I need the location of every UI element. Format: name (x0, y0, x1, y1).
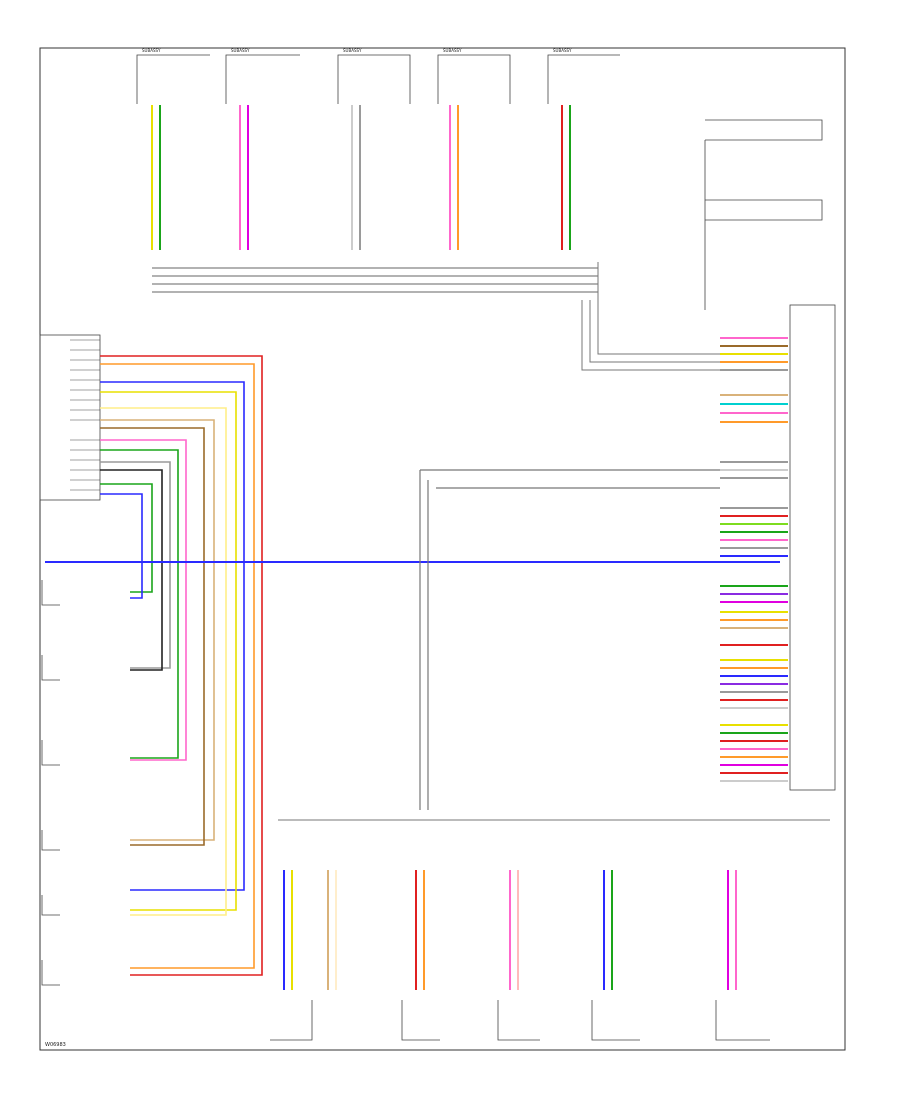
left-wire-fan (100, 355, 263, 976)
top-connector-label-3: SUBASSY (343, 48, 362, 53)
top-components (136, 54, 620, 104)
top-component-box-4 (437, 54, 511, 104)
top-connector-label-2: SUBASSY (231, 48, 250, 53)
top-wire-pairs (151, 105, 571, 250)
top-connector-label-4: SUBASSY (443, 48, 462, 53)
upper-bus (152, 267, 598, 293)
upper-right-drop (581, 262, 720, 371)
top-connector-labels: SUBASSY SUBASSY SUBASSY SUBASSY SUBASSY (142, 48, 572, 53)
top-component-box-1 (136, 54, 210, 104)
bottom-components (270, 1000, 770, 1041)
top-connector-label-5: SUBASSY (553, 48, 572, 53)
bottom-wire-pairs (283, 870, 737, 990)
top-component-box-2 (225, 54, 300, 104)
top-component-box-5 (547, 54, 620, 104)
center-gray-bus (419, 469, 720, 810)
left-connector-block (39, 334, 101, 501)
footer-code: W06983 (45, 1042, 66, 1048)
right-wire-stubs (720, 337, 788, 782)
right-connector-block (789, 304, 836, 791)
right-top-component (704, 119, 823, 310)
left-block-pins (70, 339, 100, 491)
top-component-box-3 (337, 54, 411, 104)
left-components (41, 580, 60, 986)
diagram-frame (39, 47, 846, 1051)
top-connector-label-1: SUBASSY (142, 48, 161, 53)
